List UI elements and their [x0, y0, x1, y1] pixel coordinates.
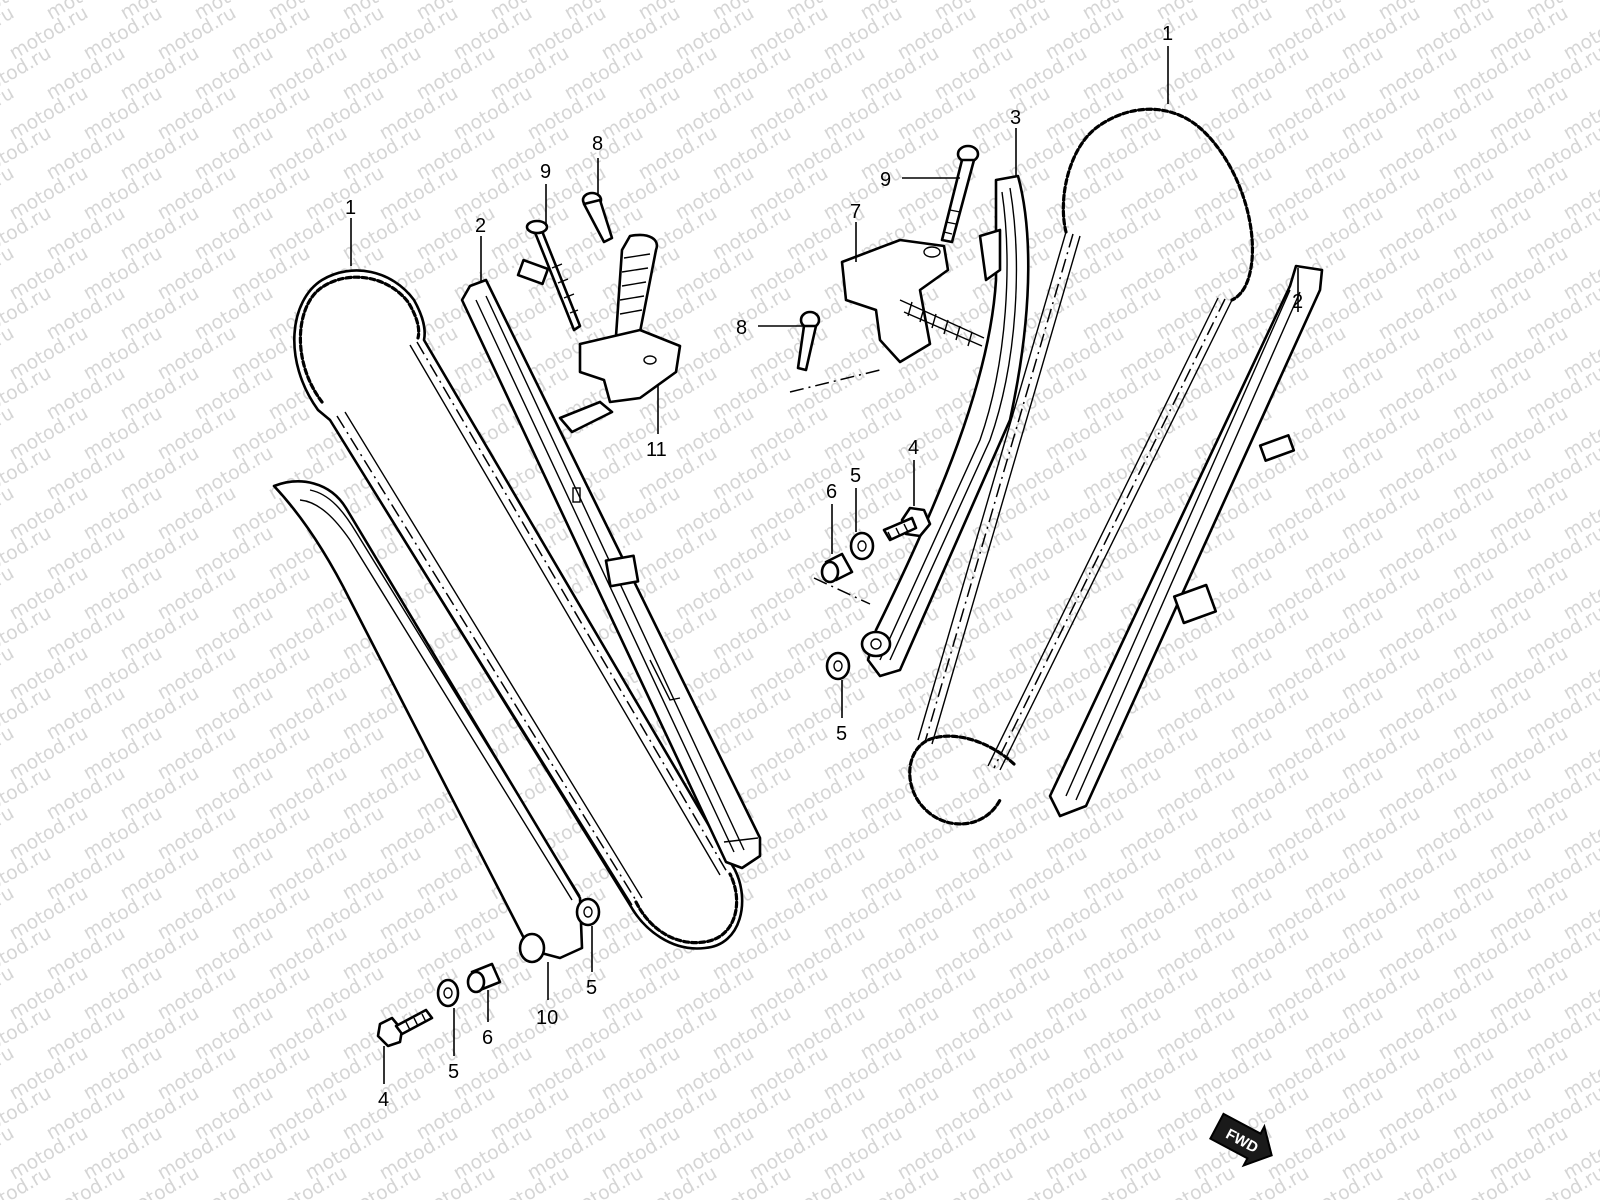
- callout-11: 11: [646, 439, 667, 461]
- cam-chain-right: [908, 107, 1255, 826]
- callout-4-left: 4: [378, 1089, 389, 1111]
- fwd-arrow-icon: FWD: [1209, 1112, 1273, 1168]
- tensioner-adjuster-right: [840, 238, 985, 364]
- tensioner-guide-right: [860, 174, 1030, 678]
- bolt-4-left: [376, 1008, 434, 1048]
- callout-5-right-b: 5: [836, 723, 847, 745]
- callout-7: 7: [850, 201, 861, 223]
- callout-6-right: 6: [826, 481, 837, 503]
- assembly-line-right-lower: [813, 577, 871, 605]
- callout-9-right: 9: [880, 169, 891, 191]
- callout-5-right-a: 5: [850, 465, 861, 487]
- callout-1-left: 1: [345, 197, 356, 219]
- chain-guide-left: [460, 258, 762, 870]
- washer-5-right-b: [825, 651, 851, 681]
- callout-labels: 1 2 9 8 11 10 5 6 5 4 1 3 9 7 8 2 4 5 6 …: [345, 23, 1303, 1111]
- collar-6-right: [820, 552, 854, 584]
- callout-9-left: 9: [540, 161, 551, 183]
- bolt-9-right: [940, 144, 980, 244]
- cam-chain-left: [293, 269, 744, 950]
- tensioner-arm-left: [272, 480, 584, 964]
- bolt-4-right: [882, 506, 932, 542]
- chain-guide-right: [1048, 264, 1324, 818]
- callout-2-right: 2: [1292, 291, 1303, 313]
- leader-lines: [350, 46, 1299, 1084]
- callout-4-right: 4: [908, 437, 919, 459]
- bolt-9-left: [525, 219, 582, 332]
- washer-5-right-a: [849, 531, 875, 561]
- assembly-line-right-upper: [789, 369, 881, 393]
- callout-8-left: 8: [592, 133, 603, 155]
- watermark-text: motod.ru: [1597, 0, 1600, 24]
- bolt-8-right: [796, 310, 821, 372]
- callout-2-left: 2: [475, 215, 486, 237]
- washer-5-left-b: [436, 978, 460, 1008]
- callout-1-right: 1: [1162, 23, 1173, 45]
- callout-8-right: 8: [736, 317, 747, 339]
- callout-6-left: 6: [482, 1027, 493, 1049]
- washer-5-left-a: [575, 897, 601, 927]
- callout-5-left-b: 5: [448, 1061, 459, 1083]
- tensioner-adjuster-left: [558, 233, 682, 434]
- bolt-8-left: [581, 191, 614, 244]
- callout-10: 10: [536, 1007, 558, 1029]
- callout-5-left-a: 5: [586, 977, 597, 999]
- collar-6-left: [466, 962, 502, 994]
- callout-3: 3: [1010, 107, 1021, 129]
